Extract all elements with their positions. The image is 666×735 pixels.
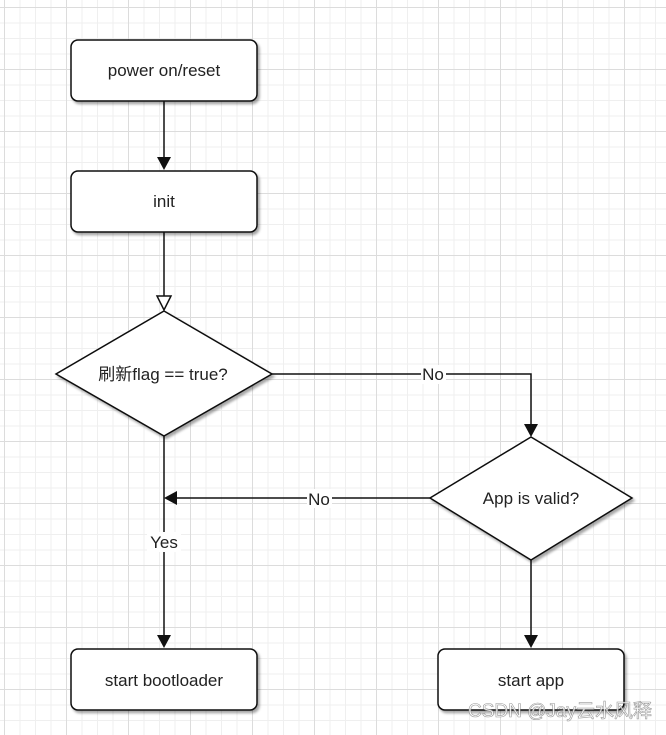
node-flash-flag-decision-label: 刷新flag == true? xyxy=(98,365,227,384)
edge-app-valid-to-start-app xyxy=(524,560,538,648)
edge-label-flash-yes: Yes xyxy=(150,533,178,552)
node-init[interactable]: init xyxy=(70,170,258,233)
node-init-label: init xyxy=(153,192,175,211)
node-start-bootloader-label: start bootloader xyxy=(105,671,223,690)
node-flash-flag-decision[interactable]: 刷新flag == true? xyxy=(54,310,274,437)
node-start-app-label: start app xyxy=(498,671,564,690)
node-power-on-reset[interactable]: power on/reset xyxy=(70,39,258,102)
watermark-text: CSDN @Jay云水风释 xyxy=(468,700,652,722)
edge-app-no-to-bootloader-line xyxy=(164,491,430,505)
edge-init-to-flash-check xyxy=(155,232,173,312)
node-app-valid-decision[interactable]: App is valid? xyxy=(428,436,634,561)
edge-flash-no-to-app-valid xyxy=(272,373,538,437)
node-start-bootloader[interactable]: start bootloader xyxy=(70,648,258,711)
node-app-valid-decision-label: App is valid? xyxy=(483,489,579,508)
node-start-app[interactable]: start app xyxy=(437,648,625,711)
edge-label-flash-no: No xyxy=(422,365,444,384)
edge-label-app-no: No xyxy=(308,490,330,509)
node-power-on-reset-label: power on/reset xyxy=(108,61,221,80)
edge-power-to-init xyxy=(157,101,171,170)
